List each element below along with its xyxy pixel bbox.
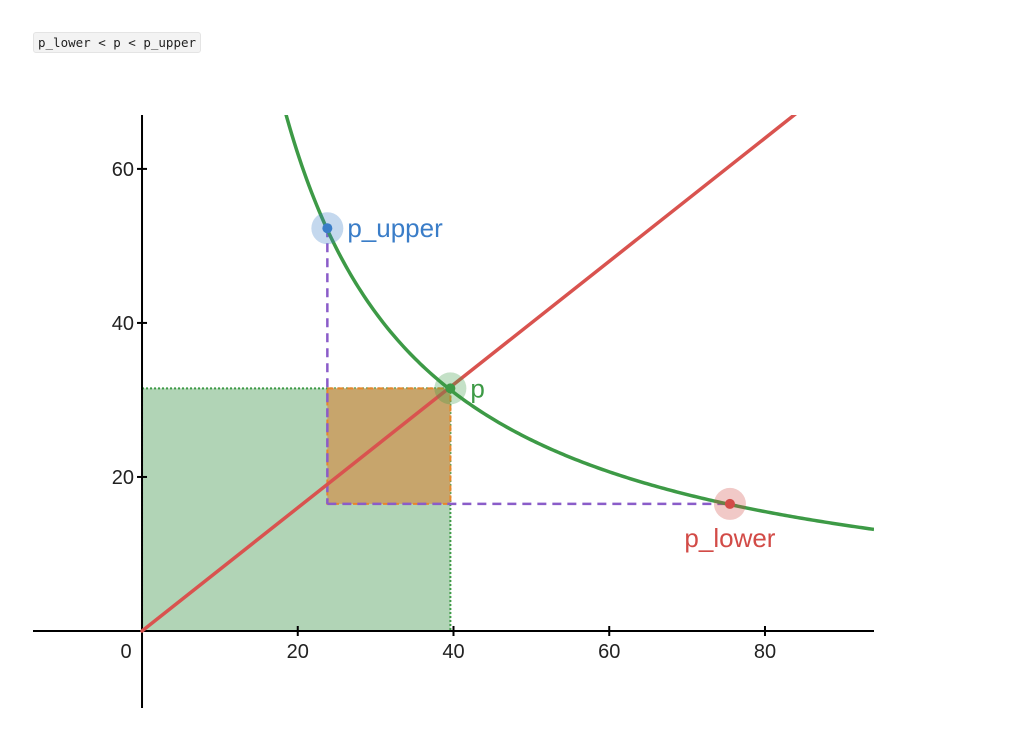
condition-code-label: p_lower < p < p_upper [33, 32, 202, 53]
surplus-rect [326, 387, 452, 505]
p_upper-point [322, 223, 333, 234]
x-tick-label: 60 [598, 641, 620, 663]
y-tick-label: 60 [112, 159, 134, 181]
y-tick-label: 20 [112, 467, 134, 489]
x-tick-label: 0 [120, 641, 131, 663]
x-tick-label: 80 [754, 641, 776, 663]
x-tick-label: 40 [442, 641, 464, 663]
y-tick-label: 40 [112, 313, 134, 335]
guide-lines [326, 228, 730, 506]
demand-curve [284, 115, 874, 532]
supply-line [140, 115, 798, 633]
tick-labels: 0 20 40 60 80 20 40 60 [112, 159, 776, 663]
p_upper-label: p_upper [347, 213, 443, 243]
p-point [445, 383, 456, 394]
p_lower-point [724, 498, 735, 509]
p_lower-label: p_lower [684, 523, 775, 553]
series-lines [140, 115, 874, 633]
p-label: p [470, 373, 484, 403]
x-tick-label: 20 [287, 641, 309, 663]
